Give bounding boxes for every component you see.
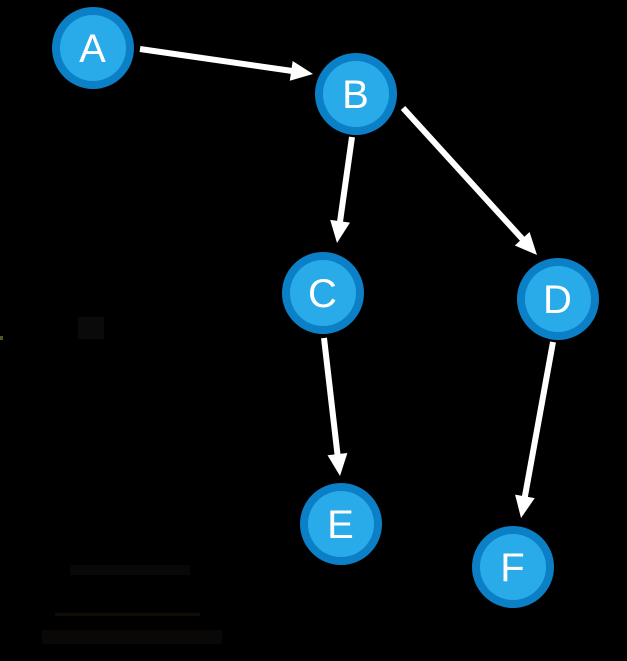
edge-D-F	[515, 341, 556, 518]
arrowhead-icon	[289, 60, 313, 81]
node-fill	[308, 491, 374, 557]
node-fill	[323, 61, 389, 127]
graph-node-F[interactable]: F	[472, 526, 554, 608]
edge-line	[521, 341, 556, 499]
edge-line	[336, 136, 355, 224]
edge-A-B	[139, 46, 313, 81]
edge-line	[321, 337, 341, 457]
node-label: E	[327, 503, 355, 547]
node-label: A	[79, 27, 107, 71]
graph-node-C[interactable]: C	[282, 252, 364, 334]
graph-node-A[interactable]: A	[52, 7, 134, 89]
arrowhead-icon	[515, 494, 535, 518]
edge-B-D	[400, 105, 537, 255]
node-fill	[60, 15, 126, 81]
edge-line	[139, 46, 294, 75]
arrowhead-icon	[327, 452, 348, 476]
arrowhead-icon	[514, 232, 537, 255]
graph-node-B[interactable]: B	[315, 53, 397, 135]
node-label: D	[543, 278, 573, 322]
node-fill	[290, 260, 356, 326]
graph-node-D[interactable]: D	[517, 258, 599, 340]
node-label: C	[308, 272, 338, 316]
node-fill	[525, 266, 591, 332]
node-label: F	[500, 546, 525, 590]
graph-node-E[interactable]: E	[300, 483, 382, 565]
arrowhead-icon	[330, 219, 350, 243]
edge-C-E	[321, 337, 348, 476]
node-label: B	[342, 73, 370, 117]
edge-line	[400, 105, 526, 243]
edge-B-C	[330, 136, 355, 243]
node-fill	[480, 534, 546, 600]
